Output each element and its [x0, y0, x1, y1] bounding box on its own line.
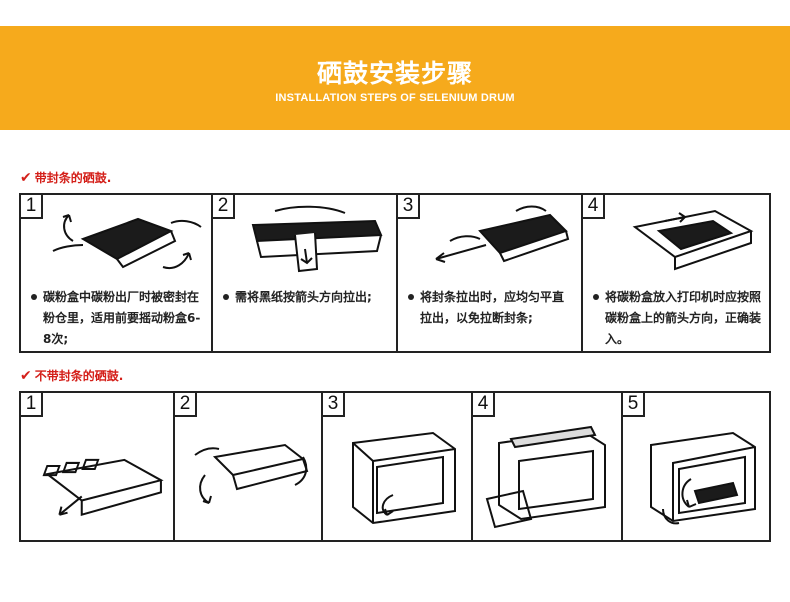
section2-heading-text: 不带封条的硒鼓.	[34, 369, 124, 383]
page-subtitle: INSTALLATION STEPS OF SELENIUM DRUM	[275, 92, 515, 104]
shake-drum-illustration	[194, 443, 309, 504]
pull-black-paper-illustration	[251, 205, 383, 273]
step-number: 3	[398, 195, 420, 219]
page-title: 硒鼓安装步骤	[316, 59, 473, 88]
step-card-2: 2 需将黑纸按箭头方向拉出;	[211, 195, 396, 351]
step-number: 1	[21, 393, 43, 417]
bullet-icon	[408, 294, 414, 300]
step-card-1: 1	[21, 393, 173, 540]
printer-open-cover-illustration	[485, 425, 606, 529]
step-card-2: 2	[173, 393, 321, 540]
step-number: 1	[21, 195, 43, 219]
insert-drum-illustration	[650, 431, 756, 525]
section1-heading-text: 带封条的硒鼓.	[34, 171, 112, 185]
open-printer-illustration	[352, 431, 456, 525]
unsealed-drum-steps: 1 2 3	[19, 391, 771, 542]
step-description: 需将黑纸按箭头方向拉出;	[223, 287, 390, 308]
checkmark-icon: ✔	[20, 170, 32, 186]
section2-heading: ✔不带封条的硒鼓.	[20, 368, 123, 384]
step-card-3: 3 将封条拉出时，应均匀平直拉出，以免拉断封条;	[396, 195, 581, 351]
shake-cartridge-illustration	[52, 214, 202, 269]
step-number: 2	[175, 393, 197, 417]
step-description: 碳粉盒中碳粉出厂时被密封在粉仓里，适用前要摇动粉盒6-8次;	[31, 287, 205, 350]
section1-heading: ✔带封条的硒鼓.	[20, 170, 111, 186]
bullet-icon	[223, 294, 229, 300]
step-card-1: 1 碳粉盒中碳粉出厂时被密封在粉仓里，适用前要摇动粉盒6-8次;	[21, 195, 211, 351]
step-number: 4	[583, 195, 605, 219]
step-number: 4	[473, 393, 495, 417]
step-number: 3	[323, 393, 345, 417]
step-card-4: 4	[471, 393, 621, 540]
bullet-icon	[31, 294, 37, 300]
header-banner: 硒鼓安装步骤 INSTALLATION STEPS OF SELENIUM DR…	[0, 26, 790, 130]
step-number: 5	[623, 393, 645, 417]
pull-seal-strip-illustration	[435, 205, 570, 263]
checkmark-icon: ✔	[20, 368, 32, 384]
step-description: 将封条拉出时，应均匀平直拉出，以免拉断封条;	[408, 287, 575, 329]
step-card-3: 3	[321, 393, 471, 540]
step-card-5: 5	[621, 393, 769, 540]
bullet-icon	[593, 294, 599, 300]
remove-packaging-illustration	[42, 458, 164, 517]
step-card-4: 4 将碳粉盒放入打印机时应按照碳粉盒上的箭头方向，正确装入。	[581, 195, 769, 351]
step-description: 将碳粉盒放入打印机时应按照碳粉盒上的箭头方向，正确装入。	[593, 287, 763, 350]
step-number: 2	[213, 195, 235, 219]
insert-cartridge-illustration	[632, 209, 754, 271]
sealed-drum-steps: 1 碳粉盒中碳粉出厂时被密封在粉仓里，适用前要摇动粉盒6-8次; 2	[19, 193, 771, 353]
